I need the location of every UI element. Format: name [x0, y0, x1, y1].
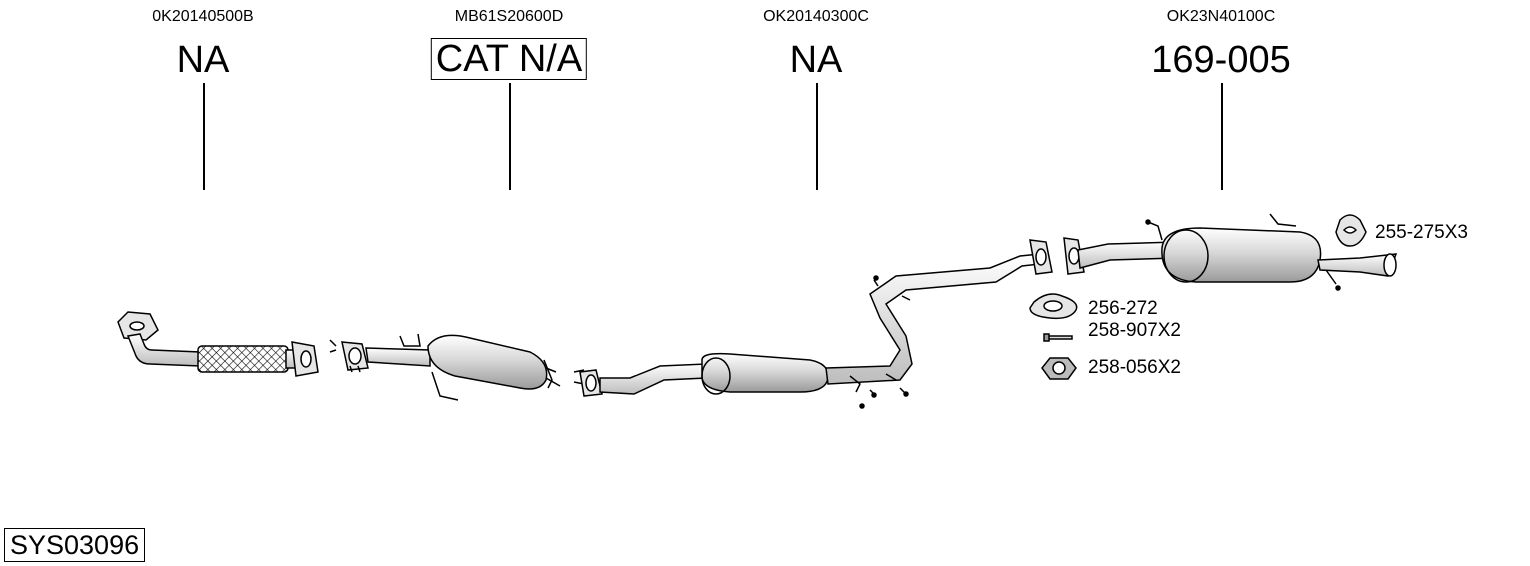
part-number-3[interactable]: NA: [789, 39, 843, 81]
accessory-label-gasket[interactable]: 256-272: [1088, 298, 1158, 319]
part-number-2[interactable]: CAT N/A: [430, 38, 588, 80]
leader-line-1: [203, 83, 205, 190]
catalytic-converter-drawing: [329, 333, 561, 401]
hex-nut-icon: [1041, 357, 1077, 380]
oem-number-1: 0K20140500B: [152, 8, 254, 25]
oem-number-2: MB61S20600D: [454, 8, 564, 25]
accessory-label-bolt[interactable]: 258-907X2: [1088, 320, 1181, 341]
leader-line-2: [509, 83, 511, 190]
system-code-box: SYS03096: [4, 528, 146, 562]
bolt-icon: [1043, 333, 1073, 342]
leader-line-4: [1221, 83, 1223, 190]
hanger-rubber-icon: [1335, 214, 1367, 247]
part-number-1[interactable]: NA: [176, 39, 230, 81]
front-pipe-drawing: [117, 311, 319, 377]
part-number-4[interactable]: 169-005: [1151, 39, 1291, 81]
oem-number-3: OK20140300C: [763, 8, 869, 25]
leader-line-3: [816, 83, 818, 190]
middle-pipe-drawing: [573, 239, 1053, 409]
accessory-label-hanger[interactable]: 255-275X3: [1375, 222, 1468, 243]
accessory-label-nut[interactable]: 258-056X2: [1088, 357, 1181, 378]
gasket-icon: [1029, 293, 1078, 320]
rear-silencer-drawing: [1063, 213, 1398, 291]
oem-number-4: OK23N40100C: [1166, 8, 1276, 25]
